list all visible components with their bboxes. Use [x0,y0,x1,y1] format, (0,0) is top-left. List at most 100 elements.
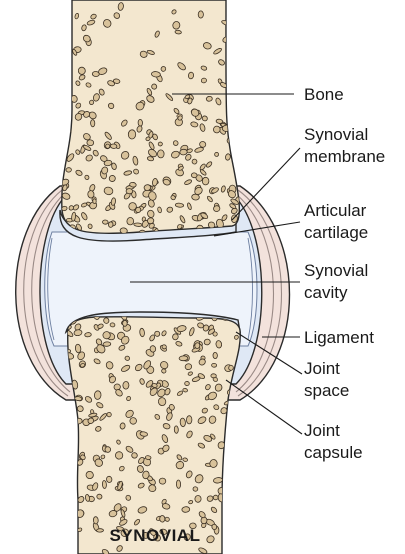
label-articular-cartilage-line1: Articular [304,201,367,220]
bone-pore [63,76,72,85]
bone-pore [193,486,199,491]
label-synovial-cavity-line2: cavity [304,283,348,302]
bone-pore [93,199,97,204]
diagram-caption: SYNOVIAL [110,526,201,545]
labels: Bone Synovial membrane Articular cartila… [304,85,385,462]
bone-pore [202,177,209,185]
label-synovial-membrane-line1: Synovial [304,125,368,144]
bone-pore [236,536,242,542]
bone-pore [102,480,107,488]
bone-pore [138,119,143,126]
label-synovial-membrane-line2: membrane [304,147,385,166]
label-ligament: Ligament [304,328,374,347]
label-joint-capsule-line1: Joint [304,421,340,440]
bone-pore [159,478,166,485]
bone-pore [233,38,237,45]
bone-pore [65,470,71,476]
bone-pore [63,445,71,454]
bone-pore [96,529,103,533]
bone-pore [66,168,72,173]
leader-joint-capsule [226,380,302,434]
bone-pore [71,448,77,454]
bone-pore [87,190,94,198]
bone-pore [128,130,136,139]
bone-pore [59,146,68,153]
bone-pore [231,469,238,478]
bone-pore [110,323,115,327]
bone-pore [234,542,243,549]
bone-pore [234,149,242,158]
bone-pore [175,30,182,34]
bone-pore [238,457,245,463]
bone-pore [67,411,74,418]
bone-pore [227,137,235,144]
bone-pore [174,426,178,434]
bone-pore [64,402,72,411]
bone-pore [134,223,143,227]
bone-pore [158,150,165,158]
bone-pore [211,374,217,378]
bone-pore [144,184,151,191]
bone-pore [71,429,78,437]
bone-pore [186,416,192,424]
bone-pore [179,356,188,361]
label-synovial-cavity-line1: Synovial [304,261,368,280]
bone-pore [231,77,238,86]
bone-pore [180,149,188,155]
bone-pore [58,95,67,103]
bone-pore [218,493,225,502]
bone-pore [151,71,161,77]
label-joint-space-line2: space [304,381,349,400]
bone-pore [147,218,154,224]
bone-pore [232,126,240,136]
bone-pore [102,331,110,339]
bone-pore [234,418,240,425]
bone-pore [123,381,129,389]
bone-pore [60,144,65,149]
bone-pore [126,188,133,194]
bone-pore [233,58,241,67]
bone-pore [145,455,151,460]
bone-pore [228,100,237,109]
bone-pore [160,515,165,522]
bone-pore [216,119,223,124]
bone-pore [84,332,91,337]
bone-pore [180,418,186,427]
bone-pore [93,517,98,525]
bone-pore [195,495,202,502]
bone-pore [191,173,197,178]
label-joint-space-line1: Joint [304,359,340,378]
bone-pore [230,140,237,147]
bone-pore [75,418,83,425]
bone-pore [90,120,94,127]
bone-pore [122,320,127,326]
bone-pore [213,352,218,358]
bone-pore [228,365,234,371]
bone-pore [63,73,70,80]
bone-pore [176,480,180,489]
bone-pore [222,125,231,132]
upper-bone [58,0,243,241]
bone-pore [108,222,113,228]
bone-pore [120,423,126,430]
label-bone: Bone [304,85,344,104]
label-articular-cartilage-line2: cartilage [304,223,368,242]
leader-synovial-membrane [232,148,300,220]
bone-pore [236,0,243,7]
bone-pore [107,412,111,416]
lower-bone [63,312,245,554]
bone-pore [198,11,203,18]
bone-pore [175,203,184,208]
bone-pore [127,218,134,225]
bone-pore [206,96,213,102]
bone-pore [234,163,242,171]
bone-pore [212,363,217,367]
bone-pore [184,381,189,386]
bone-pore [188,72,194,79]
bone-pore [213,205,220,212]
bone-pore [213,495,218,500]
bone-pore [94,391,101,400]
bone-pore [234,152,242,160]
bone-pore [215,340,222,348]
